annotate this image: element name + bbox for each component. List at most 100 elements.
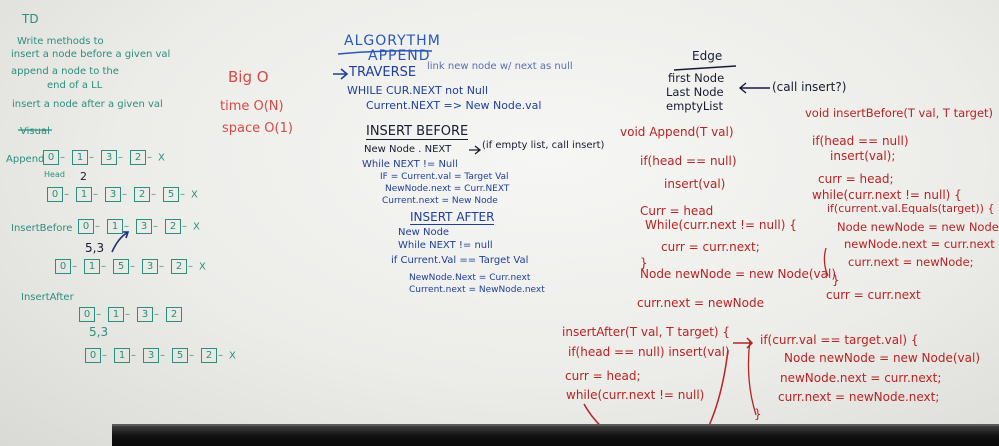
ia-code-4: while(curr.next != null) <box>566 388 705 402</box>
list-node: 2 <box>165 219 181 234</box>
ia-algo-line-5: Current.next = NewNode.next <box>409 285 545 295</box>
append-current-line: Current.NEXT => New Node.val <box>366 99 542 112</box>
list-node: 5 <box>172 348 188 363</box>
list-node: 1 <box>72 150 88 165</box>
insert-before-list: 0–1–3–2–X <box>77 219 200 234</box>
null-terminator: X <box>199 261 206 273</box>
ia-cont-1: if(curr.val == target.val) { <box>760 333 919 347</box>
td-title: TD <box>22 12 39 26</box>
ib-code-9: curr.next = newNode; <box>848 255 974 269</box>
list-node: 2 <box>166 307 182 322</box>
list-node: 0 <box>47 187 63 202</box>
edge-first-node: first Node <box>668 71 725 85</box>
null-terminator: X <box>193 221 200 233</box>
ib-code-7: Node newNode = new Node(val) <box>837 220 999 234</box>
ib-algo-line-3: IF = Current.val = Target Val <box>380 172 509 182</box>
insert-after-result-list: 0–1–3–5–2–X <box>84 348 236 363</box>
edge-empty-list: emptyList <box>666 99 723 113</box>
ib-code-2: if(head == null) <box>812 134 909 148</box>
space-complexity: space O(1) <box>222 121 293 136</box>
list-node: 2 <box>201 348 217 363</box>
ib-code-4: curr = head; <box>818 172 894 186</box>
edge-title: Edge <box>692 49 723 63</box>
ia-algo-line-3: if Current.Val == Target Val <box>391 255 529 266</box>
null-terminator: X <box>191 189 198 201</box>
task-line-5: insert a node after a given val <box>12 99 163 110</box>
null-terminator: X <box>158 152 165 164</box>
insert-before-args: 5,3 <box>85 241 105 255</box>
list-node: 2 <box>134 187 150 202</box>
ib-algo-line-4: NewNode.next = Curr.NEXT <box>385 184 510 194</box>
traverse-line: TRAVERSE <box>349 65 417 80</box>
append-code-1: void Append(T val) <box>620 125 734 139</box>
ia-cont-2: Node newNode = new Node(val) <box>784 351 981 365</box>
append-list: 0–1–3–2–X <box>42 150 165 165</box>
append-label: Append <box>6 154 45 165</box>
ia-algo-line-4: NewNode.Next = Curr.next <box>409 273 531 283</box>
list-node: 0 <box>78 219 94 234</box>
list-node: 0 <box>55 259 71 274</box>
insert-after-heading: INSERT AFTER <box>410 210 495 225</box>
list-node: 0 <box>43 150 59 165</box>
ib-code-5: while(curr.next != null) { <box>812 188 962 202</box>
append-code-7: } <box>640 256 648 270</box>
append-code-5: While(curr.next != null) { <box>645 218 797 232</box>
big-o-title: Big O <box>228 68 269 86</box>
ib-code-1: void insertBefore(T val, T target) <box>805 106 994 120</box>
ib-code-11: curr = curr.next <box>826 288 921 302</box>
insert-before-label: InsertBefore <box>11 223 73 234</box>
null-terminator: X <box>229 350 236 362</box>
edge-last-node: Last Node <box>666 85 724 99</box>
task-line-1: Write methods to <box>17 36 104 47</box>
ib-code-3: insert(val); <box>830 149 896 163</box>
append-note: link new node w/ next as null <box>427 61 573 72</box>
task-line-3: append a node to the <box>11 66 119 77</box>
list-node: 2 <box>171 259 187 274</box>
algorithm-title: ALGORYTHM <box>344 33 441 49</box>
ib-algo-line-2: While NEXT != Null <box>362 159 458 170</box>
list-node: 5 <box>163 187 179 202</box>
append-code-4: Curr = head <box>640 204 714 218</box>
ib-code-10: } <box>832 273 840 287</box>
ia-code-3: curr = head; <box>565 369 641 383</box>
ib-code-8: newNode.next = curr.next <box>844 237 995 251</box>
append-code-6: curr = curr.next; <box>661 240 760 254</box>
task-line-4: end of a LL <box>47 80 103 91</box>
number-two: 2 <box>80 170 87 183</box>
ib-algo-note: (if empty list, call insert) <box>482 140 605 151</box>
ia-algo-line-1: New Node <box>398 227 450 238</box>
list-node: 3 <box>136 219 152 234</box>
visual-label: Visual <box>20 126 50 137</box>
task-line-2: insert a node before a given val <box>11 49 171 60</box>
ib-algo-line-1: New Node . NEXT <box>364 144 452 155</box>
append-heading: APPEND <box>368 48 431 64</box>
ia-code-2: if(head == null) insert(val) <box>568 345 730 359</box>
ia-cont-3: newNode.next = curr.next; <box>780 371 942 385</box>
list-node: 3 <box>105 187 121 202</box>
list-node: 0 <box>79 307 95 322</box>
insert-after-label: InsertAfter <box>21 292 74 303</box>
insert-after-list: 0–1–3–2 <box>78 307 183 322</box>
append-result-list: 0–1–3–2–5–X <box>46 187 198 202</box>
list-node: 5 <box>113 259 129 274</box>
ib-algo-line-5: Current.next = New Node <box>382 196 498 206</box>
ia-cont-4: curr.next = newNode.next; <box>778 390 940 404</box>
append-code-8: Node newNode = new Node(val) <box>640 267 837 281</box>
ia-algo-line-2: While NEXT != null <box>398 240 493 251</box>
head-label: Head <box>44 170 65 179</box>
list-node: 1 <box>84 259 100 274</box>
list-node: 3 <box>137 307 153 322</box>
ia-code-1: insertAfter(T val, T target) { <box>562 325 731 339</box>
append-code-3: insert(val) <box>664 177 726 191</box>
insert-after-args: 5,3 <box>89 325 109 339</box>
append-code-9: curr.next = newNode <box>637 296 764 310</box>
ia-cont-5: } <box>754 407 762 421</box>
list-node: 3 <box>142 259 158 274</box>
append-while-line: WHILE CUR.NEXT not Null <box>347 84 489 97</box>
list-node: 1 <box>108 307 124 322</box>
list-node: 3 <box>143 348 159 363</box>
ib-code-6: if(current.val.Equals(target)) { <box>827 202 995 215</box>
list-node: 3 <box>101 150 117 165</box>
edge-note: (call insert?) <box>772 80 847 94</box>
